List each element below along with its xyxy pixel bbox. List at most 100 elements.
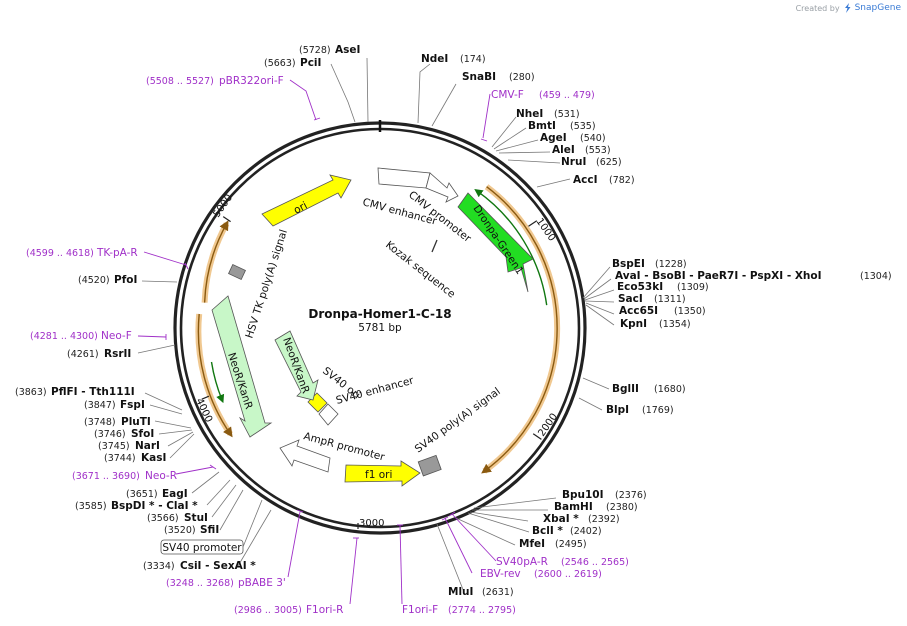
primer-neo-r: Neo-R bbox=[145, 470, 177, 482]
sv40-enhancer-box bbox=[318, 403, 339, 426]
primer-sv40pa-r: SV40pA-R bbox=[496, 556, 548, 568]
tick-3000: 3000 bbox=[359, 518, 384, 529]
primer-pbabe-3: pBABE 3' bbox=[238, 577, 286, 589]
enzyme-pos-acci: (782) bbox=[609, 175, 635, 186]
enzyme-pos-ava-group: (1304) bbox=[860, 271, 892, 282]
plasmid-size: 5781 bp bbox=[358, 322, 402, 334]
ori-arrow bbox=[261, 174, 352, 227]
sv40-promoter-label: SV40 promoter bbox=[160, 499, 263, 555]
enzyme-pos-agei: (540) bbox=[580, 133, 606, 144]
enzyme-pluti: PluTI bbox=[121, 416, 151, 428]
enzyme-pos-bamhi: (2380) bbox=[606, 502, 638, 513]
enzyme-leaders bbox=[137, 57, 615, 593]
enzyme-pos-stui: (3566) bbox=[147, 513, 179, 524]
feature-shapes bbox=[211, 167, 534, 487]
hsv-tk-polya-box bbox=[228, 263, 246, 281]
enzyme-pos-ndei: (174) bbox=[460, 54, 486, 65]
enzyme-pos-nrui: (625) bbox=[596, 157, 622, 168]
primer-pos-ebv-rev: (2600 .. 2619) bbox=[534, 569, 602, 580]
kozak-mark bbox=[431, 239, 438, 253]
enzyme-acci: AccI bbox=[573, 174, 597, 186]
enzyme-pos-pflfi: (3863) bbox=[15, 387, 47, 398]
enzyme-pos-acc65i: (1350) bbox=[674, 306, 706, 317]
orf-arcs bbox=[195, 184, 561, 474]
enzyme-pos-blpi: (1769) bbox=[642, 405, 674, 416]
snapgene-logo-icon bbox=[844, 3, 851, 13]
enzyme-mfei: MfeI bbox=[519, 538, 545, 550]
enzyme-stui: StuI bbox=[184, 512, 208, 524]
enzyme-pos-snabi: (280) bbox=[509, 72, 535, 83]
enzyme-rsrii: RsrII bbox=[104, 348, 131, 360]
enzyme-pos-mlui: (2631) bbox=[482, 587, 514, 598]
feature-kozak: Kozak sequence bbox=[383, 239, 457, 301]
enzyme-pos-eagi: (3651) bbox=[126, 489, 158, 500]
feature-sv40-polya: SV40 poly(A) signal bbox=[413, 385, 503, 455]
enzyme-pos-alei: (553) bbox=[585, 145, 611, 156]
enzyme-pos-rsrii: (4261) bbox=[67, 349, 99, 360]
primer-leaders bbox=[137, 79, 497, 605]
enzyme-pos-pluti: (3748) bbox=[84, 417, 116, 428]
enzyme-bcli: BclI * bbox=[532, 525, 563, 537]
enzyme-bspei: BspEI bbox=[612, 258, 645, 270]
feature-hsv-tk-polya: HSV TK poly(A) signal bbox=[243, 228, 290, 340]
primer-labels: (5508 .. 5527) pBR322ori-F CMV-F (459 ..… bbox=[26, 75, 629, 616]
enzyme-blpi: BlpI bbox=[606, 404, 629, 416]
enzyme-nari: NarI bbox=[135, 440, 160, 452]
enzyme-pos-nari: (3745) bbox=[98, 441, 130, 452]
enzyme-pos-pfoi: (4520) bbox=[78, 275, 110, 286]
enzyme-mlui: MluI bbox=[448, 586, 473, 598]
primer-ebv-rev: EBV-rev bbox=[480, 568, 521, 580]
feature-labels: ori CMV enhancer CMV promoter Dronpa-Gre… bbox=[225, 189, 526, 481]
enzyme-bspdi-clai: BspDI * - ClaI * bbox=[111, 500, 198, 512]
enzyme-pos-xbai: (2392) bbox=[588, 514, 620, 525]
enzyme-snabi: SnaBI bbox=[462, 71, 496, 83]
enzyme-kasi: KasI bbox=[141, 452, 166, 464]
enzyme-eagi: EagI bbox=[162, 488, 188, 500]
brand: Created by SnapGene bbox=[796, 3, 901, 13]
enzyme-pos-nhei: (531) bbox=[554, 109, 580, 120]
neor-kanr-outer-arrow bbox=[211, 295, 273, 438]
snapgene-name: SnapGene bbox=[854, 3, 901, 13]
backbone bbox=[173, 120, 587, 535]
ampr-promoter-arrow bbox=[279, 439, 331, 473]
enzyme-pos-bpu10i: (2376) bbox=[615, 490, 647, 501]
enzyme-pos-eco53ki: (1309) bbox=[677, 282, 709, 293]
primer-pos-neo-r: (3671 .. 3690) bbox=[72, 471, 140, 482]
sv40-promoter-text: SV40 promoter bbox=[162, 542, 242, 554]
primer-f1ori-r: F1ori-R bbox=[306, 604, 343, 616]
primer-pos-f1ori-f: (2774 .. 2795) bbox=[448, 605, 516, 616]
enzyme-bglii: BglII bbox=[612, 383, 639, 395]
enzyme-ava-group: AvaI - BsoBI - PaeR7I - PspXI - XhoI bbox=[615, 270, 822, 282]
primer-tk-pa-r: TK-pA-R bbox=[96, 247, 138, 259]
feature-f1-ori: f1 ori bbox=[365, 469, 392, 481]
cmv-promoter-arrow bbox=[425, 172, 459, 203]
enzyme-pos-bmti: (535) bbox=[570, 121, 596, 132]
primer-cmv-f: CMV-F bbox=[491, 89, 524, 101]
enzyme-sfoi: SfoI bbox=[131, 428, 154, 440]
enzyme-pos-fspi: (3847) bbox=[84, 400, 116, 411]
enzyme-bpu10i: Bpu10I bbox=[562, 489, 604, 501]
primer-pbr322ori-f: pBR322ori-F bbox=[219, 75, 284, 87]
primer-pos-cmv-f: (459 .. 479) bbox=[539, 90, 595, 101]
enzyme-pos-pcii: (5663) bbox=[264, 58, 296, 69]
enzyme-pos-kpni: (1354) bbox=[659, 319, 691, 330]
enzyme-bmti: BmtI bbox=[528, 120, 556, 132]
enzyme-fspi: FspI bbox=[120, 399, 145, 411]
enzyme-sfii: SfiI bbox=[200, 524, 219, 536]
enzyme-ndei: NdeI bbox=[421, 53, 448, 65]
enzyme-pos-bspdi: (3585) bbox=[75, 501, 107, 512]
enzyme-labels: (5728) AseI (5663) PciI NdeI (174) SnaBI… bbox=[15, 44, 892, 598]
primer-pos-tk-pa-r: (4599 .. 4618) bbox=[26, 248, 94, 259]
enzyme-pos-sfoi: (3746) bbox=[94, 429, 126, 440]
enzyme-nhei: NheI bbox=[516, 108, 543, 120]
enzyme-pos-bspei: (1228) bbox=[655, 259, 687, 270]
enzyme-acc65i: Acc65I bbox=[619, 305, 658, 317]
enzyme-pos-mfei: (2495) bbox=[555, 539, 587, 550]
sv40-polya-box bbox=[417, 454, 442, 477]
enzyme-saci: SacI bbox=[618, 293, 643, 305]
primer-pos-f1ori-r: (2986 .. 3005) bbox=[234, 605, 302, 616]
enzyme-xbai: XbaI * bbox=[543, 513, 579, 525]
enzyme-agei: AgeI bbox=[540, 132, 567, 144]
enzyme-asei: AseI bbox=[335, 44, 360, 56]
